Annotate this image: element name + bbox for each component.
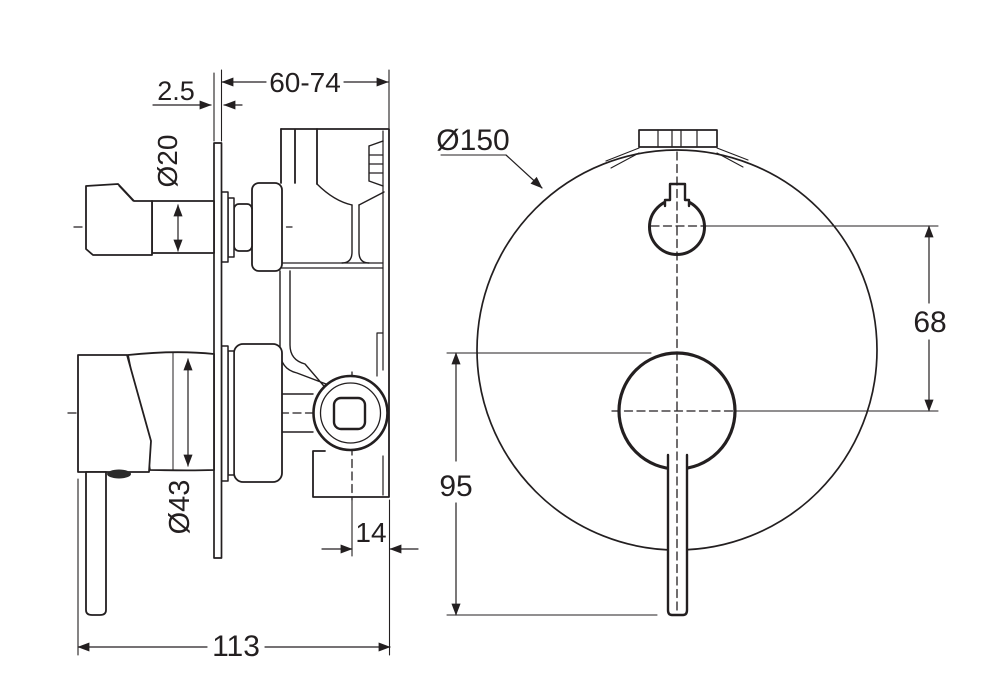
mixer-ring-outer (220, 345, 229, 482)
tab-right-wing (716, 147, 749, 168)
diverter-knob-side (85, 183, 215, 256)
front-view-centerlines (611, 151, 735, 613)
knob-stem (151, 200, 215, 254)
handle-underside-shadow (107, 469, 131, 479)
valve-body-outline (280, 128, 390, 498)
handle-diameter-label: Ø43 (164, 480, 196, 535)
front-view-dimension-labels: Ø150 68 95 (436, 124, 946, 503)
plate-diameter-label: Ø150 (436, 124, 509, 157)
outlet-inner-circle (319, 382, 382, 444)
mixer-lever-side (85, 471, 107, 616)
body-deck (281, 262, 384, 269)
front-view (440, 129, 939, 617)
installation-depth-label: 60-74 (269, 67, 341, 98)
valve-body (279, 128, 390, 498)
diverter-column (341, 204, 370, 264)
tab-left-wing (605, 147, 640, 169)
diverter-cartridge (220, 182, 283, 272)
lever-drop-label: 95 (439, 470, 472, 503)
handle-grip (77, 354, 152, 473)
side-view-extension-lines (77, 69, 391, 656)
front-view-extension-lines (440, 154, 939, 616)
outlet-boss-lines (281, 393, 314, 433)
supply-channel (279, 270, 330, 393)
side-view-dimension-labels: 2.5 60-74 Ø20 Ø43 14 113 (152, 67, 387, 663)
plate-thickness-label: 2.5 (157, 76, 195, 106)
outlet-square-broach (332, 396, 367, 431)
outlet-outer-circle (312, 374, 389, 452)
overall-depth-label: 113 (212, 630, 260, 663)
diverter-ring-outer (220, 191, 229, 263)
knob-body (85, 183, 153, 256)
diverter-housing (251, 182, 283, 272)
diverter-stem (233, 203, 253, 252)
side-view-dimension-lines (77, 77, 419, 652)
wall-port-lines (376, 332, 384, 377)
front-view-dimension-lines (451, 154, 934, 616)
diverter-ring-inner (227, 197, 235, 258)
wall-plate-side (213, 142, 223, 559)
side-view (67, 69, 419, 656)
mixer-housing (233, 343, 283, 483)
fitting-chamfer (358, 191, 385, 206)
outlet-offset-label: 14 (355, 517, 386, 548)
knob-diameter-label: Ø20 (152, 135, 183, 188)
knob-edge-highlight (118, 185, 134, 202)
union-fitting-ribs (368, 154, 384, 174)
tab-knurl-lines (657, 129, 698, 148)
mixer-ring-inner (227, 350, 235, 476)
faceplate-top-tab (605, 129, 749, 169)
outlet-port (312, 374, 389, 452)
leader-plate-diameter (505, 154, 543, 189)
tower-shoulder (316, 183, 353, 206)
centres-distance-label: 68 (913, 306, 946, 339)
top-port-tower (280, 128, 318, 185)
mixer-cartridge (220, 343, 283, 483)
tab-block (638, 129, 718, 148)
